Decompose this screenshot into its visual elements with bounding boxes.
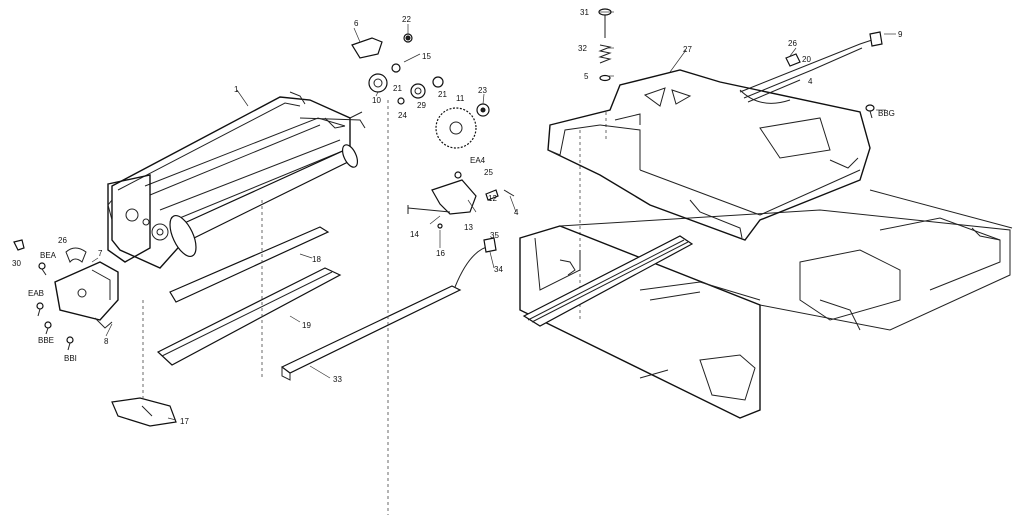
label-4-right: 4 [808, 77, 813, 86]
strip-part [156, 267, 342, 366]
label-35: 35 [490, 231, 499, 240]
chassis-frame [519, 189, 1013, 419]
label-15: 15 [422, 52, 431, 61]
label-24: 24 [398, 111, 407, 120]
label-23: 23 [478, 86, 487, 95]
label-30: 30 [12, 259, 21, 268]
label-BBG: BBG [878, 109, 895, 118]
screw-and-spring [598, 8, 875, 119]
label-27: 27 [683, 45, 692, 54]
label-1: 1 [234, 85, 239, 94]
label-11: 11 [456, 94, 465, 103]
label-26a: 26 [58, 236, 67, 245]
label-EA4: EA4 [470, 156, 486, 165]
label-12: 12 [488, 194, 497, 203]
label-5: 5 [584, 72, 589, 81]
label-18: 18 [312, 255, 321, 264]
leader-lines [91, 11, 896, 421]
label-8: 8 [104, 337, 109, 346]
carriage-cover [547, 69, 871, 241]
label-6: 6 [354, 19, 359, 28]
label-25: 25 [484, 168, 493, 177]
label-19: 19 [302, 321, 311, 330]
label-33: 33 [333, 375, 342, 384]
wire-harness [739, 31, 883, 104]
lever-assembly [407, 171, 515, 229]
label-9: 9 [898, 30, 903, 39]
label-BBI: BBI [64, 354, 77, 363]
label-26b: 26 [788, 39, 797, 48]
rail-part [280, 285, 462, 381]
plate-part [111, 397, 177, 427]
callout-labels: 31 32 5 27 26 20 4 9 BBG 22 6 15 1 10 21… [12, 8, 903, 426]
label-34: 34 [494, 265, 503, 274]
left-fasteners [13, 239, 87, 351]
bracket-part [54, 261, 119, 329]
label-20: 20 [802, 55, 811, 64]
label-29: 29 [417, 101, 426, 110]
label-7: 7 [98, 249, 103, 258]
label-17: 17 [180, 417, 189, 426]
label-BBE: BBE [38, 336, 54, 345]
label-31: 31 [580, 8, 589, 17]
label-BEA: BEA [40, 251, 57, 260]
bar-part [169, 226, 330, 303]
label-16: 16 [436, 249, 445, 258]
label-14: 14 [410, 230, 419, 239]
label-22: 22 [402, 15, 411, 24]
label-21b: 21 [438, 90, 447, 99]
guide-rail [522, 235, 694, 327]
gear-train [351, 33, 490, 149]
label-21a: 21 [393, 84, 402, 93]
printer-mechanism-assembly [107, 91, 366, 269]
label-32: 32 [578, 44, 587, 53]
label-EAB: EAB [28, 289, 44, 298]
label-10: 10 [372, 96, 381, 105]
sensor-harness [454, 237, 497, 288]
label-13: 13 [464, 223, 473, 232]
label-4-center: 4 [514, 208, 519, 217]
